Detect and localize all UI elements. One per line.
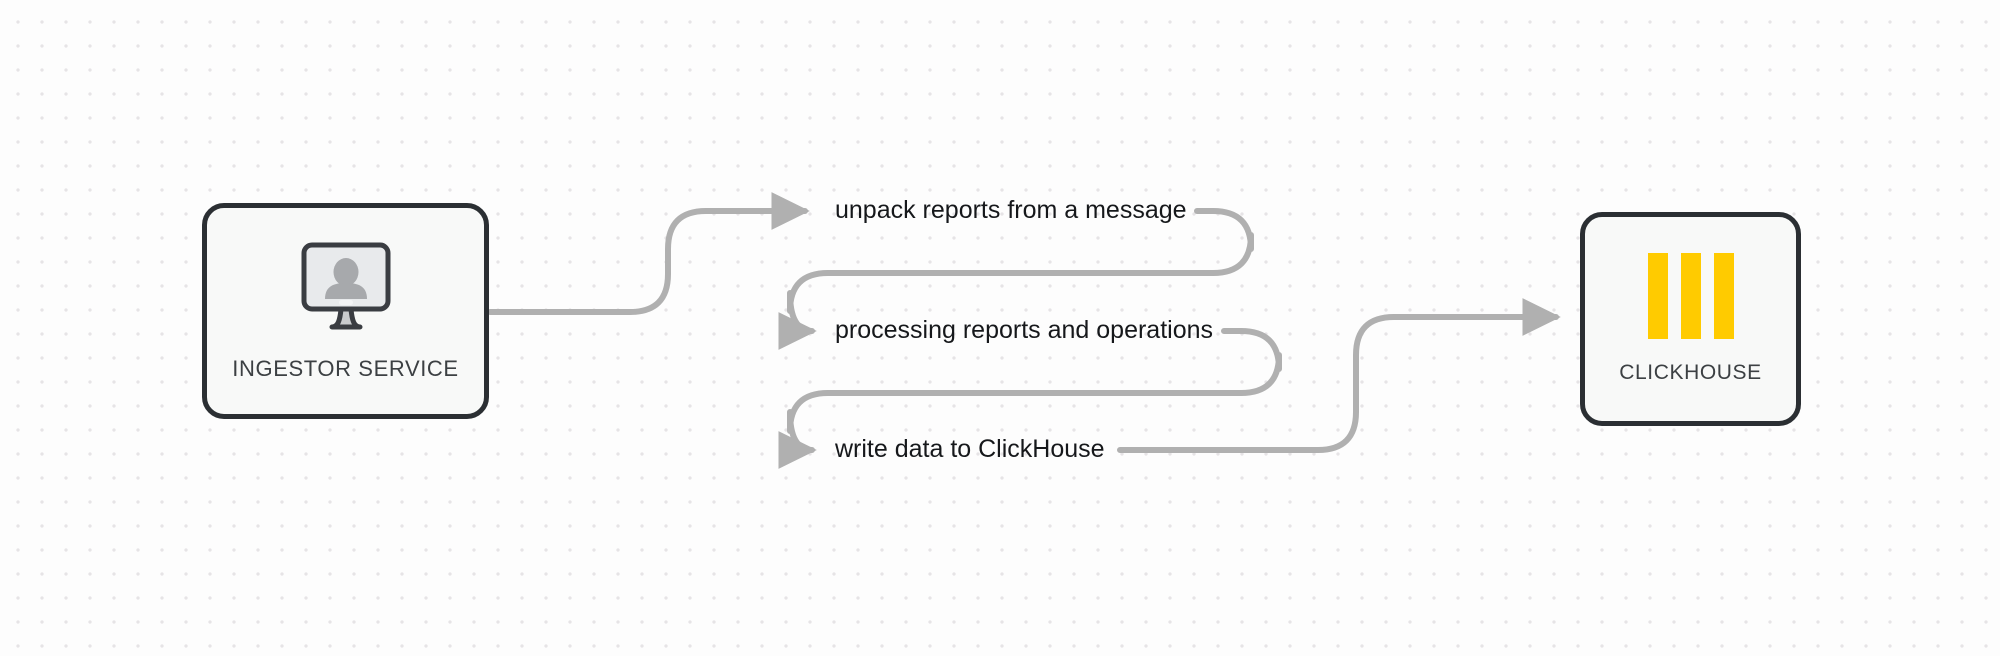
clickhouse-bar-1	[1647, 253, 1668, 339]
edge-label-unpack-reports: unpack reports from a message	[835, 196, 1187, 224]
clickhouse-bar-2	[1680, 253, 1701, 339]
clickhouse-bar-3	[1713, 253, 1734, 339]
node-ingestor-service[interactable]: INGESTOR SERVICE	[202, 203, 489, 419]
node-ingestor-label: INGESTOR SERVICE	[232, 355, 459, 381]
edge-path-0	[487, 192, 810, 315]
node-clickhouse-label: CLICKHOUSE	[1619, 361, 1762, 384]
clickhouse-logo-icon	[1647, 253, 1734, 339]
node-clickhouse[interactable]: CLICKHOUSE	[1580, 212, 1801, 426]
monitor-user-icon	[298, 241, 394, 338]
edge-path-2	[778, 328, 1282, 469]
edge-label-processing-reports: processing reports and operations	[835, 316, 1214, 344]
edge-label-write-data: write data to ClickHouse	[835, 435, 1105, 463]
edge-path-1	[778, 208, 1254, 350]
